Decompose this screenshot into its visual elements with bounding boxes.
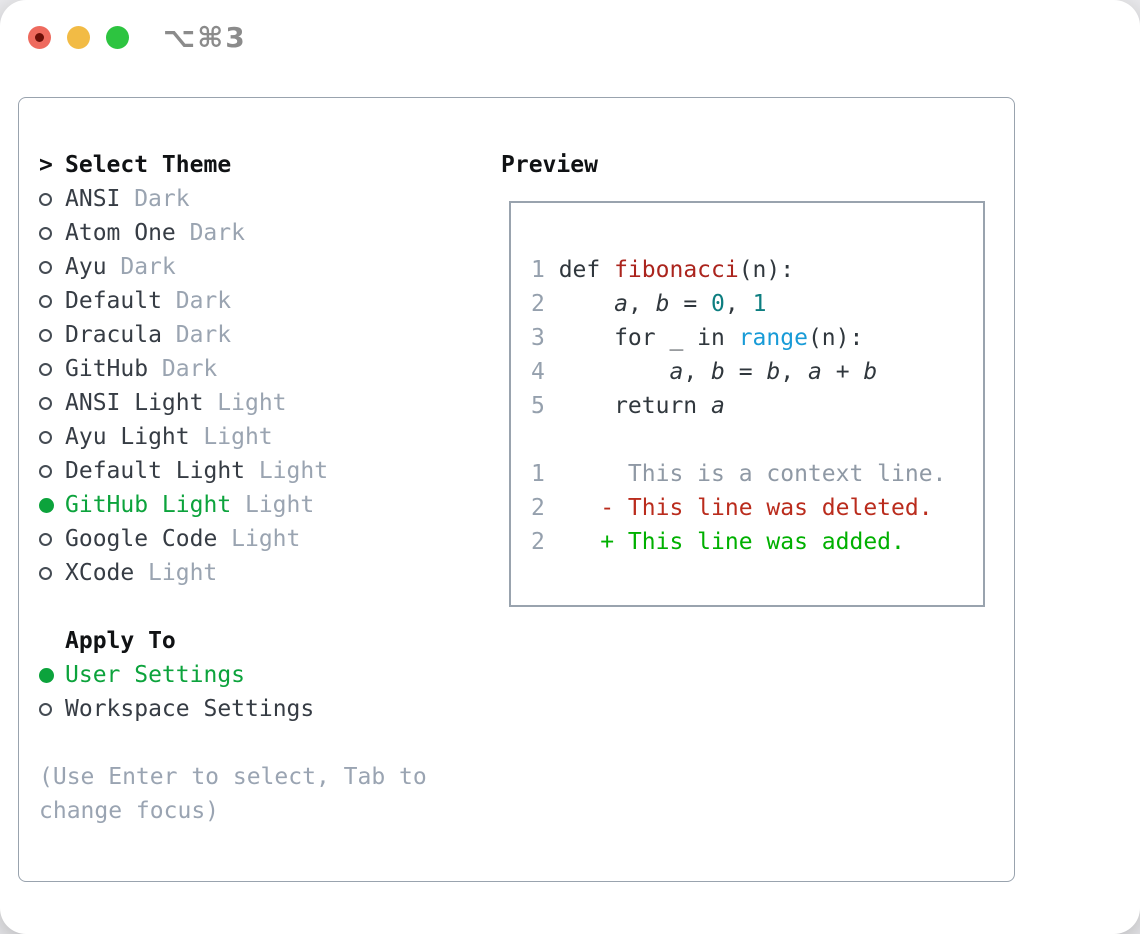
window-shortcut-label: ⌥⌘3: [163, 20, 247, 54]
radio-unselected-icon: [39, 328, 65, 342]
minimize-button[interactable]: [67, 25, 90, 49]
code-segment: a: [614, 291, 628, 317]
code-line: 2 a, b = 0, 1: [531, 287, 983, 321]
line-number: 4: [531, 359, 545, 385]
code-segment: b: [863, 359, 878, 385]
code-segment: This is a context line.: [558, 461, 947, 487]
code-segment: - This line was deleted.: [600, 495, 933, 521]
diff-added-line: 2 + This line was added.: [531, 525, 983, 559]
apply-option-workspace-settings[interactable]: Workspace Settings: [19, 692, 489, 726]
blank-line: [531, 423, 983, 457]
code-segment: (n):: [807, 325, 864, 351]
keyboard-hint-line1: (Use Enter to select, Tab to: [39, 764, 427, 790]
code-segment: a: [669, 359, 684, 385]
line-number: 3: [531, 325, 545, 351]
titlebar: ⌥⌘3: [0, 0, 1140, 74]
keyboard-hint-line2: change focus): [39, 798, 220, 824]
code-segment: (n):: [738, 257, 795, 283]
code-line: 5 return a: [531, 389, 983, 423]
code-segment: return: [558, 393, 712, 419]
code-segment: for _ in: [558, 325, 739, 351]
radio-unselected-icon: [39, 702, 65, 716]
traffic-lights: [28, 25, 129, 49]
line-number: 2: [531, 495, 545, 521]
line-number: 2: [531, 291, 545, 317]
code-segment: +: [821, 359, 864, 385]
theme-list-title: Select Theme: [65, 152, 232, 178]
code-segment: a: [711, 393, 725, 419]
code-line: 4 a, b = b, a + b: [531, 355, 983, 389]
line-number: 1: [531, 257, 545, 283]
code-segment: ,: [683, 359, 712, 385]
code-segment: [559, 359, 670, 385]
radio-selected-icon: [39, 667, 65, 683]
radio-unselected-icon: [39, 464, 65, 478]
code-segment: b: [766, 359, 781, 385]
code-line: 1 def fibonacci(n):: [531, 253, 983, 287]
diff-deleted-line: 2 - This line was deleted.: [531, 491, 983, 525]
apply-to-header: Apply To: [65, 628, 176, 654]
code-line: 3 for _ in range(n):: [531, 321, 983, 355]
code-segment: b: [711, 359, 725, 385]
radio-unselected-icon: [39, 362, 65, 376]
code-segment: ,: [780, 359, 808, 385]
code-segment: [559, 495, 601, 521]
cursor-prompt-icon: >: [39, 152, 53, 178]
radio-unselected-icon: [39, 396, 65, 410]
code-segment: ,: [627, 291, 656, 317]
diff-context-line: 1 This is a context line.: [531, 457, 983, 491]
line-number: 2: [531, 529, 545, 555]
radio-unselected-icon: [39, 192, 65, 206]
code-segment: + This line was added.: [600, 529, 905, 555]
radio-unselected-icon: [39, 430, 65, 444]
radio-unselected-icon: [39, 532, 65, 546]
radio-unselected-icon: [39, 294, 65, 308]
code-segment: 1: [752, 291, 767, 317]
code-segment: 0: [711, 291, 725, 317]
code-segment: ,: [724, 291, 753, 317]
radio-selected-icon: [39, 497, 65, 513]
radio-unselected-icon: [39, 566, 65, 580]
code-segment: def: [558, 257, 615, 283]
section-gap: [19, 590, 489, 624]
close-button[interactable]: [28, 25, 51, 49]
code-segment: b: [655, 291, 670, 317]
preview-title: Preview: [501, 152, 598, 178]
line-number: 1: [531, 461, 545, 487]
code-segment: a: [808, 359, 822, 385]
code-segment: [559, 291, 614, 317]
code-segment: [559, 529, 601, 555]
section-gap: [19, 726, 489, 760]
apply-option-user-settings[interactable]: User Settings: [19, 658, 489, 692]
radio-unselected-icon: [39, 226, 65, 240]
code-segment: fibonacci: [614, 257, 739, 283]
line-number: 5: [531, 393, 545, 419]
radio-unselected-icon: [39, 260, 65, 274]
code-segment: =: [724, 359, 767, 385]
code-segment: =: [669, 291, 712, 317]
theme-list-header: > Select Theme: [19, 148, 489, 182]
code-segment: range: [738, 325, 808, 351]
zoom-button[interactable]: [106, 25, 129, 49]
